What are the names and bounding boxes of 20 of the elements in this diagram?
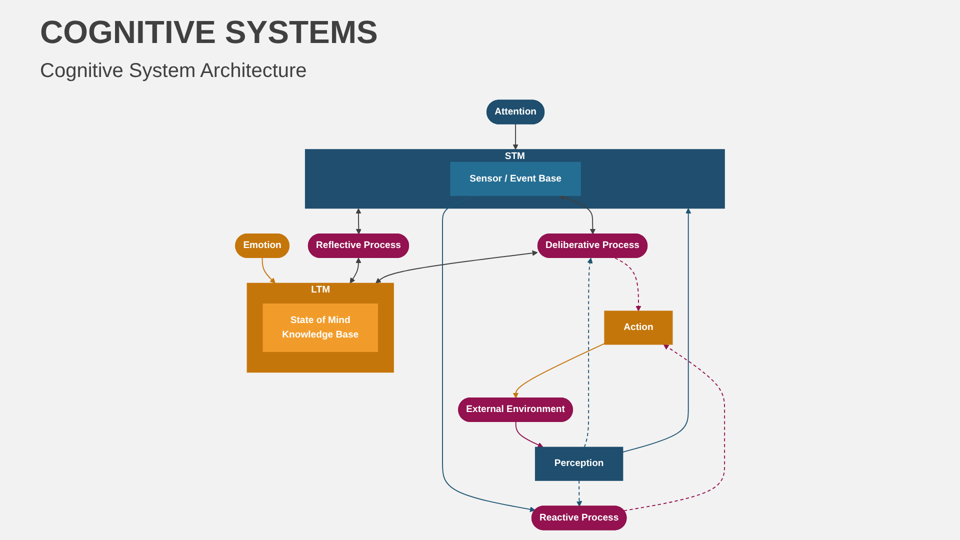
arrow	[262, 257, 276, 284]
arrow	[356, 208, 362, 234]
node-box: Action	[604, 310, 673, 345]
arrow	[559, 194, 596, 234]
arrow	[512, 343, 605, 398]
arrow	[375, 250, 538, 284]
arrow	[576, 480, 582, 507]
arrow	[624, 344, 726, 512]
node-box: Perception	[534, 446, 624, 481]
title: COGNITIVE SYSTEMS	[40, 14, 378, 51]
arrow	[515, 422, 544, 448]
arrow	[350, 258, 362, 284]
arrow	[622, 208, 692, 453]
subtitle: Cognitive System Architecture	[40, 60, 307, 83]
arrow	[442, 195, 536, 512]
node-box: State of Mind Knowledge Base	[262, 304, 378, 352]
arrow	[512, 124, 518, 150]
node-box: Sensor / Event Base	[450, 162, 581, 196]
arrow	[614, 258, 642, 312]
arrow	[584, 258, 593, 448]
